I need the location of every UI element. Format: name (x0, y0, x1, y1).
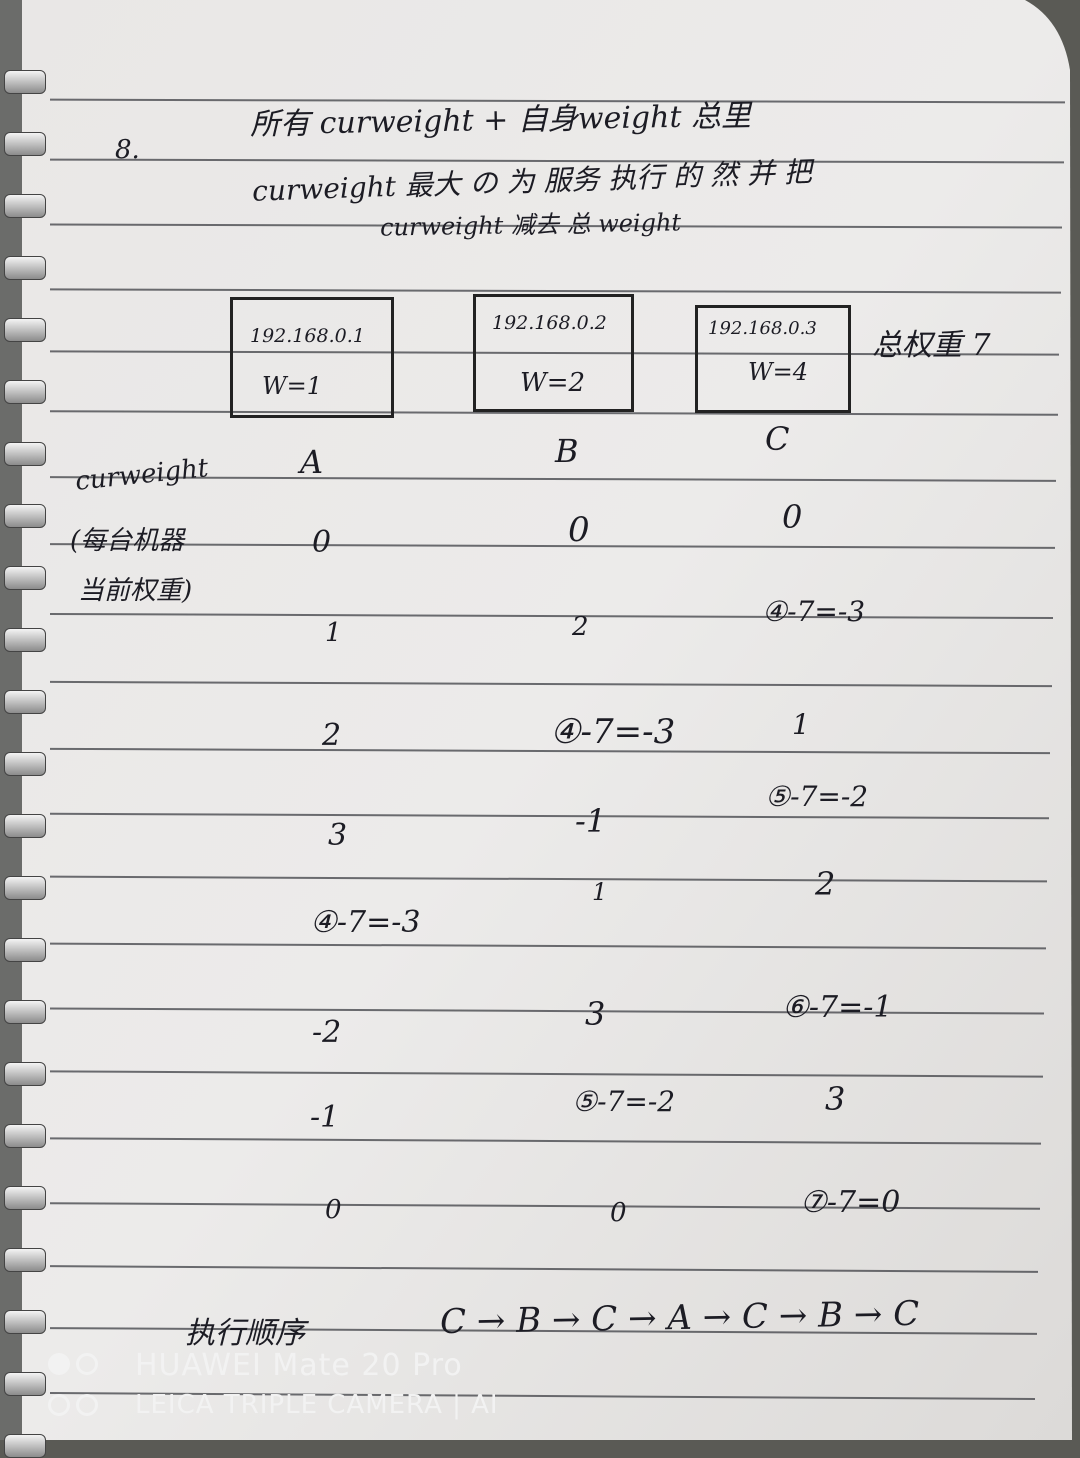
side-label-2: (每台机器 (70, 526, 185, 556)
sequence-label: 执行顺序 (185, 1316, 305, 1351)
cell-r2-a: 2 (322, 718, 342, 753)
spiral-binding (0, 0, 50, 1458)
watermark-device: HUAWEI Mate 20 Pro (135, 1348, 463, 1383)
cell-r3-c: ⑤-7=-2 (765, 780, 869, 813)
spiral-ring (4, 1248, 46, 1272)
ruled-line (50, 1265, 1038, 1273)
sequence-text: C → B → C → A → C → B → C (439, 1293, 920, 1343)
server-ip-a: 192.168.0.1 (250, 325, 365, 347)
cell-r2-c: 1 (792, 708, 810, 741)
ruled-line (50, 1007, 1044, 1015)
cell-r7-b: 0 (610, 1198, 627, 1228)
note-line-1: 所有 curweight + 自身weight 总里 (249, 98, 752, 143)
heading-number: 8. (115, 135, 140, 165)
spiral-ring (4, 752, 46, 776)
spiral-ring (4, 70, 46, 94)
cell-r3-b: -1 (575, 802, 607, 840)
spiral-ring (4, 318, 46, 342)
spiral-ring (4, 1062, 46, 1086)
spiral-ring (4, 132, 46, 156)
server-weight-a: W=1 (262, 372, 323, 400)
cell-r4-a: ④-7=-3 (310, 905, 421, 940)
spiral-ring (4, 1124, 46, 1148)
watermark-logo-top (48, 1353, 104, 1375)
spiral-ring (4, 690, 46, 714)
ruled-line (50, 1070, 1043, 1078)
side-label-3: 当前权重) (78, 576, 193, 606)
column-label-c: C (765, 420, 790, 458)
ruled-line (50, 942, 1046, 950)
cell-r0-c: 0 (782, 498, 803, 536)
ruled-line (50, 612, 1054, 620)
spiral-ring (4, 256, 46, 280)
cell-r6-b: ⑤-7=-2 (572, 1085, 676, 1118)
spiral-ring (4, 938, 46, 962)
ruled-line (49, 288, 1061, 294)
spiral-ring (4, 876, 46, 900)
note-line-3: curweight 减去 总 weight (379, 208, 682, 242)
spiral-ring (4, 1000, 46, 1024)
spiral-ring (4, 380, 46, 404)
cell-r2-b: ④-7=-3 (550, 712, 676, 752)
spiral-ring (4, 504, 46, 528)
ruled-line (50, 875, 1047, 883)
column-label-a: A (300, 443, 324, 481)
spiral-ring (4, 628, 46, 652)
cell-r4-b: 1 (592, 878, 608, 906)
cell-r7-a: 0 (325, 1195, 342, 1225)
ruled-line (49, 543, 1055, 549)
cell-r0-a: 0 (312, 525, 332, 560)
cell-r7-c: ⑦-7=0 (800, 1185, 901, 1220)
cell-r5-a: -2 (312, 1015, 342, 1050)
spiral-ring (4, 442, 46, 466)
cell-r1-c: ④-7=-3 (762, 595, 866, 628)
watermark-logo-bottom (48, 1394, 104, 1416)
cell-r5-c: ⑥-7=-1 (782, 990, 893, 1025)
ruled-line (50, 1137, 1041, 1145)
cell-r0-b: 0 (568, 510, 590, 550)
column-label-b: B (555, 432, 579, 470)
cell-r1-a: 1 (325, 618, 342, 648)
total-weight-label: 总权重 7 (872, 328, 991, 363)
cell-r6-a: -1 (310, 1100, 340, 1135)
server-ip-c: 192.168.0.3 (708, 318, 817, 339)
cell-r6-c: 3 (825, 1080, 846, 1118)
cell-r3-a: 3 (328, 818, 348, 853)
ruled-line (50, 680, 1052, 688)
server-box-a (230, 297, 394, 418)
server-box-c (695, 305, 851, 413)
server-weight-b: W=2 (520, 368, 586, 398)
spiral-ring (4, 1372, 46, 1396)
ruled-line (50, 812, 1049, 820)
cell-r4-c: 2 (815, 865, 836, 903)
spiral-ring (4, 566, 46, 590)
cell-r5-b: 3 (585, 995, 606, 1033)
spiral-ring (4, 194, 46, 218)
spiral-ring (4, 1186, 46, 1210)
cell-r1-b: 2 (572, 612, 589, 642)
spiral-ring (4, 814, 46, 838)
server-box-b (473, 294, 634, 412)
server-weight-c: W=4 (748, 358, 809, 386)
spiral-ring (4, 1310, 46, 1334)
watermark-camera: LEICA TRIPLE CAMERA | AI (135, 1390, 499, 1420)
server-ip-b: 192.168.0.2 (492, 312, 607, 334)
